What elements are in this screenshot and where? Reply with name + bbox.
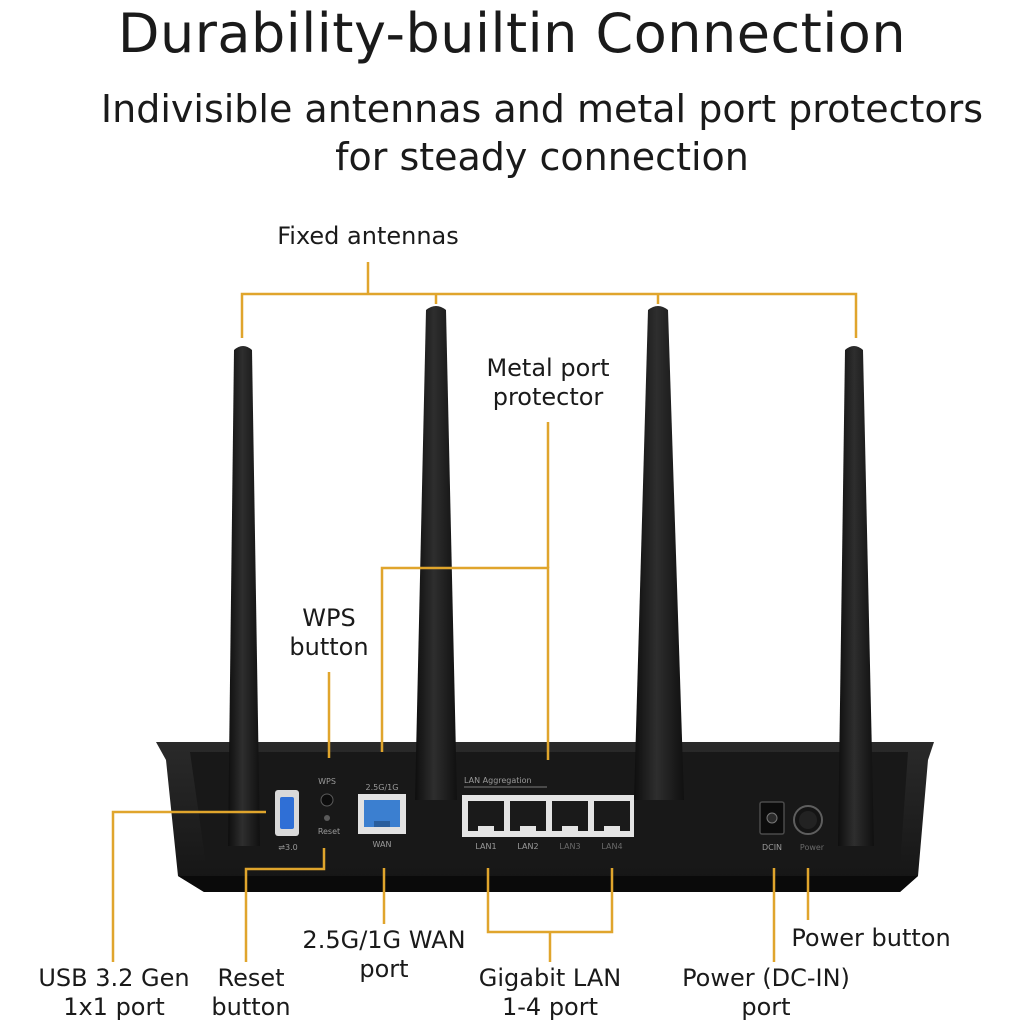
callout-dcin-line-2: port <box>741 993 791 1021</box>
usb-panel-label: ⇌3.0 <box>278 843 297 852</box>
lan-aggregation-panel-label: LAN Aggregation <box>464 776 532 785</box>
antenna-2 <box>415 306 457 800</box>
callout-usb-line-2: 1x1 port <box>63 993 165 1021</box>
callout-wan-line-1: 2.5G/1G WAN <box>302 926 466 954</box>
subtitle-line-1: Indivisible antennas and metal port prot… <box>100 87 984 131</box>
callout-dcin-line-1: Power (DC-IN) <box>682 964 850 992</box>
callout-wan-line-2: port <box>359 955 409 983</box>
subtitle-line-2: for steady connection <box>335 135 749 179</box>
dc-in-port: DCIN <box>759 801 785 852</box>
power-panel-label: Power <box>800 843 825 852</box>
lan-port-3 <box>552 801 588 831</box>
page-title: Durability-builtin Connection <box>117 2 907 65</box>
antenna-1 <box>228 346 260 846</box>
lan-port-2 <box>510 801 546 831</box>
callout-metal-protector-line-1: Metal port <box>486 354 610 382</box>
lan3-panel-label: LAN3 <box>559 842 580 851</box>
leader-usb <box>111 810 266 962</box>
lan4-panel-label: LAN4 <box>601 842 622 851</box>
callout-reset-line-1: Reset <box>217 964 285 992</box>
callout-wps-line-2: button <box>289 633 369 661</box>
dcin-panel-label: DCIN <box>762 843 782 852</box>
wps-button: WPS <box>318 777 336 807</box>
callout-metal-protector-line-2: protector <box>492 383 604 411</box>
callout-power-button: Power button <box>791 924 951 952</box>
reset-button: Reset <box>318 815 340 836</box>
wan-panel-label: WAN <box>373 840 392 849</box>
lan-port-1 <box>468 801 504 831</box>
wan-port: 2.5G/1G WAN <box>358 783 406 849</box>
lan-ports: LAN Aggregation LAN1 LAN2 LAN3 LAN4 <box>462 776 634 851</box>
leader-antennas-bracket <box>240 292 858 338</box>
power-button: Power <box>793 805 825 852</box>
lan1-panel-label: LAN1 <box>475 842 496 851</box>
leader-protector-bracket <box>380 566 550 760</box>
leader-lines <box>111 262 858 962</box>
antenna-3 <box>634 306 684 800</box>
callout-lan-line-1: Gigabit LAN <box>478 964 622 992</box>
antenna-4 <box>838 346 874 846</box>
reset-panel-label: Reset <box>318 827 340 836</box>
callout-usb-line-1: USB 3.2 Gen <box>38 964 190 992</box>
lan-port-4 <box>594 801 630 831</box>
lan2-panel-label: LAN2 <box>517 842 538 851</box>
wps-panel-label: WPS <box>318 777 336 786</box>
callout-wps-line-1: WPS <box>302 604 356 632</box>
callout-fixed-antennas: Fixed antennas <box>277 222 459 250</box>
wan-speed-panel-label: 2.5G/1G <box>366 783 399 792</box>
usb-port: ⇌3.0 <box>275 790 299 852</box>
callout-lan-line-2: 1-4 port <box>501 993 599 1021</box>
leader-reset <box>244 848 326 962</box>
callout-reset-line-2: button <box>211 993 291 1021</box>
